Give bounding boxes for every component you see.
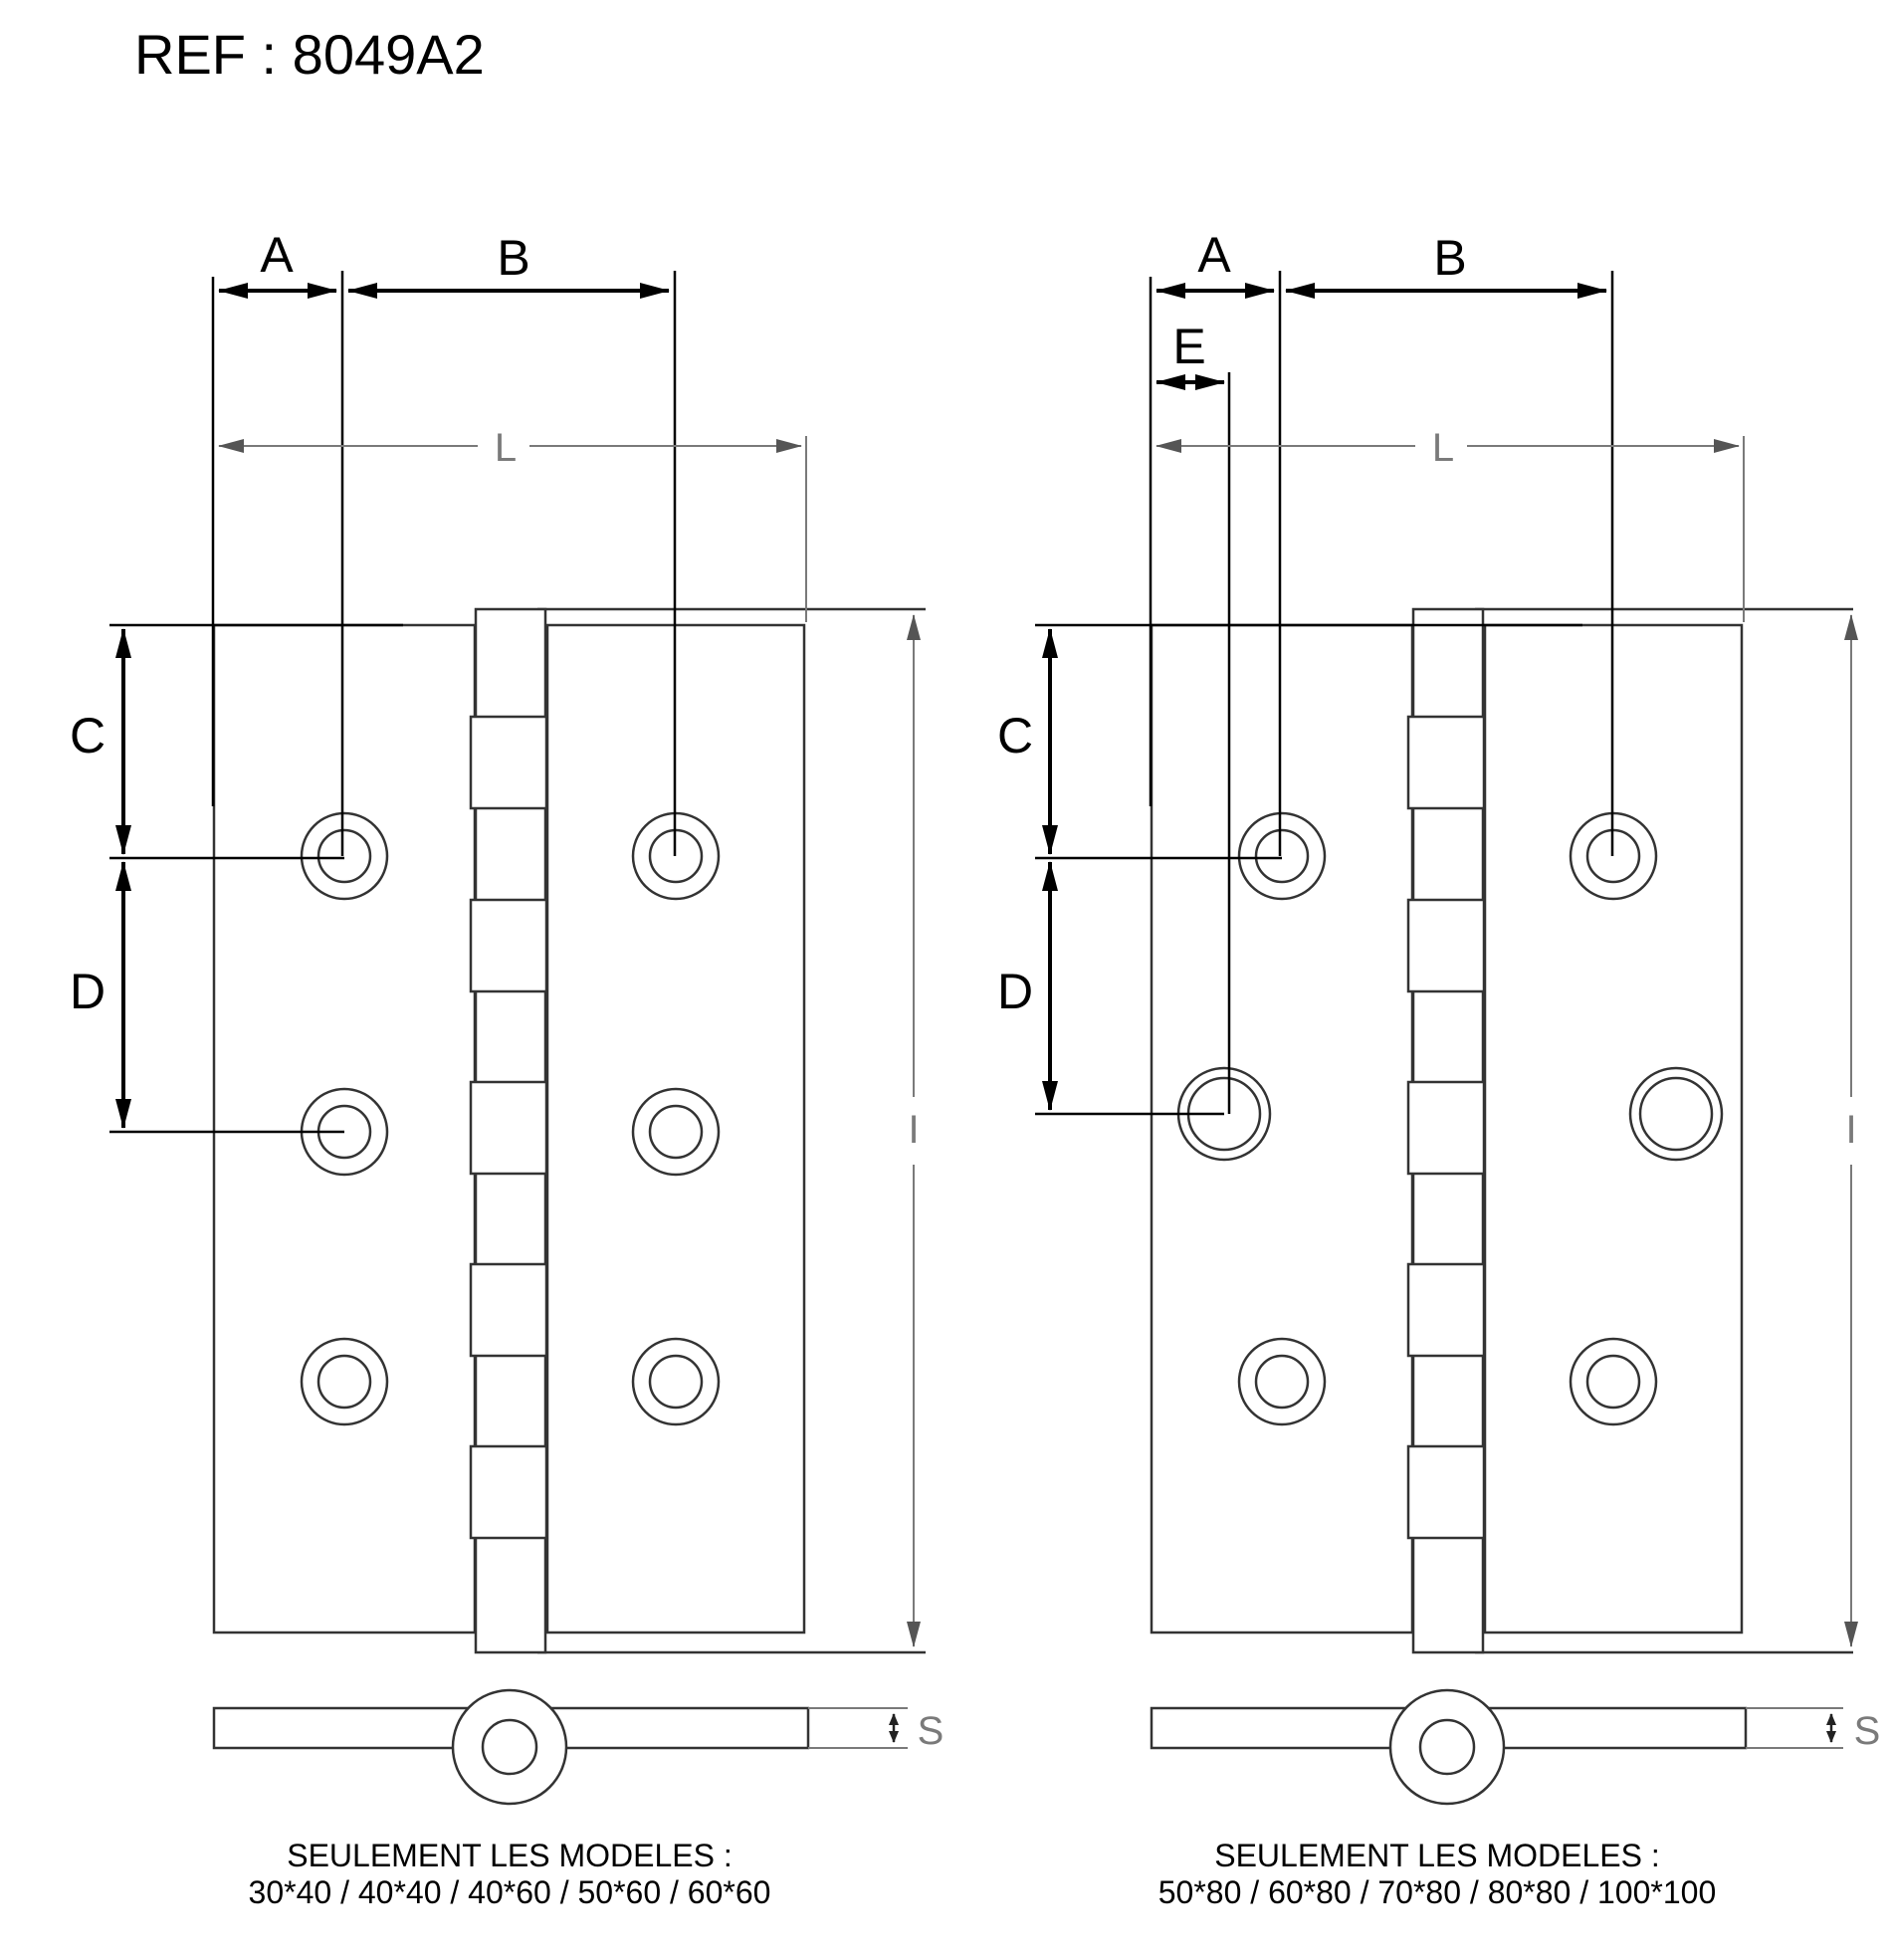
left-profile-view bbox=[212, 1688, 908, 1806]
dimension-label-d: D bbox=[70, 964, 105, 1019]
screw-hole bbox=[300, 811, 389, 901]
left-knuckle-barrel bbox=[469, 607, 548, 1654]
right-screw-holes bbox=[1176, 811, 1724, 1426]
reference-title: REF : 8049A2 bbox=[134, 23, 485, 86]
dimension-label-l: L bbox=[1432, 426, 1454, 470]
right-hinge-view: A B E C D L I S bbox=[997, 227, 1880, 1806]
screw-hole bbox=[1237, 811, 1327, 901]
screw-hole bbox=[1237, 1337, 1327, 1426]
dimension-label-s: S bbox=[918, 1709, 945, 1753]
screw-hole bbox=[631, 1087, 721, 1177]
dimension-label-b: B bbox=[497, 230, 529, 286]
left-dimension-lines-grey bbox=[218, 436, 921, 1647]
caption-line-1: SEULEMENT LES MODELES : bbox=[287, 1838, 733, 1873]
screw-hole bbox=[300, 1337, 389, 1426]
dimension-label-b: B bbox=[1433, 230, 1466, 286]
left-hinge-view: A B C D L I S bbox=[70, 227, 944, 1806]
dimension-label-d: D bbox=[997, 964, 1033, 1019]
right-dimension-lines-grey bbox=[1156, 436, 1858, 1647]
left-screw-holes bbox=[300, 811, 721, 1426]
left-models-caption: SEULEMENT LES MODELES : 30*40 / 40*40 / … bbox=[111, 1838, 908, 1911]
right-profile-view bbox=[1150, 1688, 1843, 1806]
right-dimension-labels: A B E C D L I S bbox=[997, 227, 1880, 1753]
caption-line-2: 30*40 / 40*40 / 40*60 / 50*60 / 60*60 bbox=[248, 1874, 771, 1910]
right-knuckle-barrel bbox=[1406, 607, 1486, 1654]
caption-line-2: 50*80 / 60*80 / 70*80 / 80*80 / 100*100 bbox=[1157, 1874, 1717, 1910]
dimension-label-c: C bbox=[70, 708, 105, 763]
right-models-caption: SEULEMENT LES MODELES : 50*80 / 60*80 / … bbox=[1039, 1838, 1835, 1911]
dimension-label-height: I bbox=[1845, 1108, 1856, 1152]
dimension-label-a: A bbox=[1197, 227, 1231, 283]
left-dimension-lines bbox=[109, 271, 677, 1134]
dimension-label-height: I bbox=[908, 1108, 919, 1152]
dimension-label-a: A bbox=[260, 227, 294, 283]
screw-hole bbox=[1569, 1337, 1658, 1426]
right-dimension-lines bbox=[1035, 271, 1614, 1116]
dimension-label-c: C bbox=[997, 708, 1033, 763]
dimension-label-s: S bbox=[1854, 1709, 1881, 1753]
caption-line-1: SEULEMENT LES MODELES : bbox=[1214, 1838, 1660, 1873]
screw-hole bbox=[1628, 1066, 1724, 1162]
dimension-label-l: L bbox=[495, 426, 517, 470]
screw-hole bbox=[631, 1337, 721, 1426]
left-dimension-labels: A B C D L I S bbox=[70, 227, 944, 1753]
dimension-label-e: E bbox=[1172, 319, 1205, 374]
